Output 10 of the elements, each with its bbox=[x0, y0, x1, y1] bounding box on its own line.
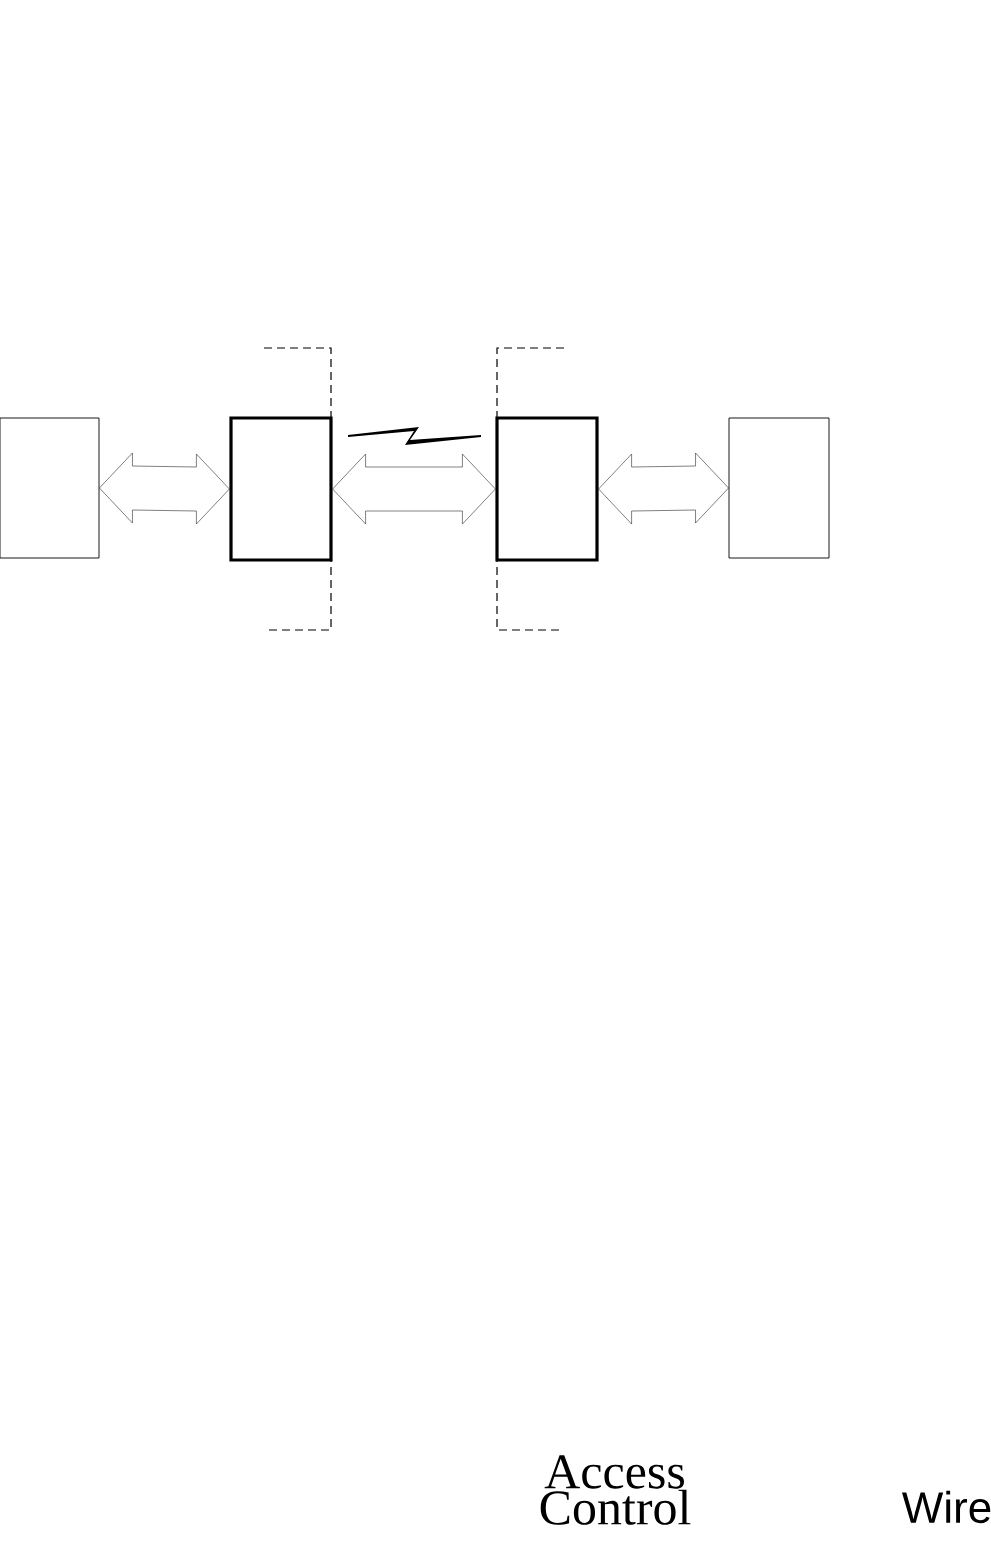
double-arrow bbox=[99, 452, 230, 525]
lightning-symbol bbox=[348, 427, 481, 445]
label-text: Access Control bbox=[540, 1455, 691, 1525]
double-arrow bbox=[332, 453, 496, 525]
block-box bbox=[728, 417, 830, 559]
double-arrow bbox=[598, 452, 729, 525]
label-text: Wire bbox=[902, 1490, 991, 1524]
block-box bbox=[0, 417, 100, 559]
block-box bbox=[229, 416, 333, 562]
block-box bbox=[495, 416, 599, 562]
